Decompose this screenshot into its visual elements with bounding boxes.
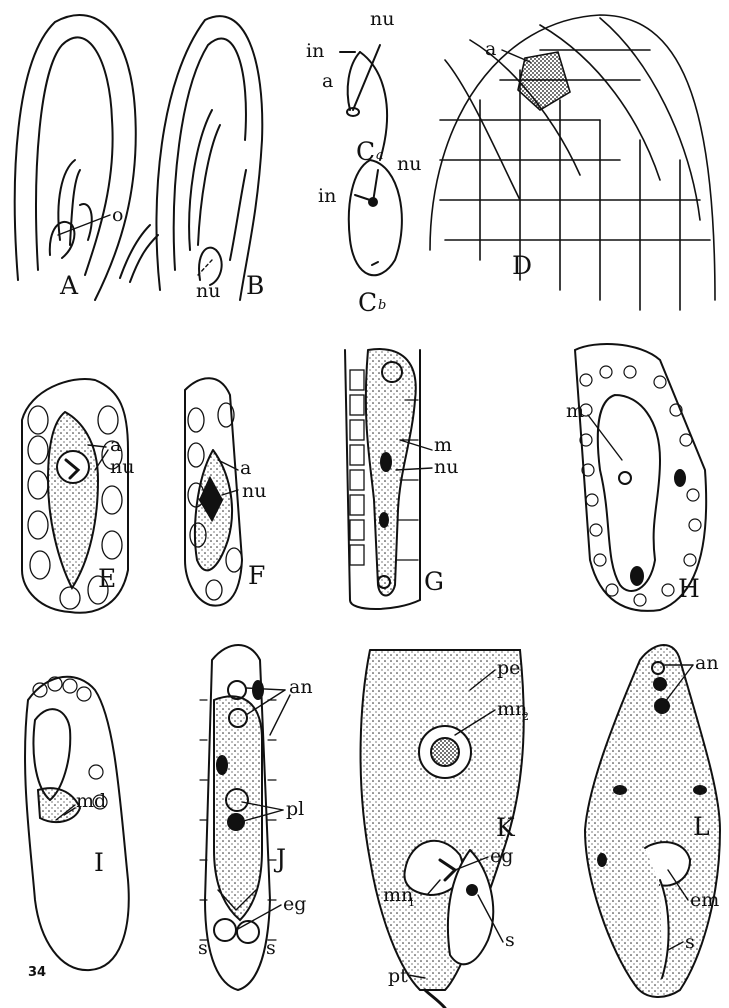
label-j-pl: pl	[286, 800, 304, 819]
label-l-em: em	[690, 891, 719, 910]
label-j-an: an	[289, 678, 313, 697]
figure-g-drawing	[345, 349, 420, 609]
label-k-pt: pt	[388, 967, 408, 986]
label-k-mn2-subscript: 2	[522, 711, 529, 722]
figure-j-drawing	[200, 645, 276, 990]
figure-cb-subscript: b	[378, 299, 386, 312]
label-g-m: m	[434, 436, 452, 455]
figure-f-letter: F	[248, 563, 265, 588]
figure-b-letter: B	[246, 273, 264, 298]
figure-cb-letter: C	[358, 290, 377, 315]
figure-l-letter: L	[693, 814, 710, 839]
label-g-nu: nu	[434, 458, 458, 477]
plate-number: 34	[28, 966, 46, 979]
figure-b-drawing	[156, 16, 262, 300]
label-j-eg: eg	[283, 895, 306, 914]
label-ca-a: a	[322, 72, 333, 91]
label-cb-in: in	[318, 187, 336, 206]
figure-i-letter: I	[94, 850, 104, 875]
label-f-a: a	[240, 459, 251, 478]
label-cb-nu: nu	[397, 155, 421, 174]
label-k-pe: pe	[497, 659, 520, 678]
label-a-o: o	[112, 206, 123, 225]
label-j-s-right: s	[266, 939, 276, 958]
figure-g-letter: G	[424, 569, 444, 594]
figure-h-letter: H	[678, 576, 700, 601]
label-k-eg: eg	[490, 847, 513, 866]
label-e-a: a	[110, 436, 121, 455]
label-e-nu: nu	[110, 458, 134, 477]
label-h-m: m	[566, 402, 584, 421]
label-l-an: an	[695, 654, 719, 673]
figure-a-letter: A	[60, 273, 78, 298]
figure-d-letter: D	[512, 253, 532, 278]
label-k-s: s	[505, 931, 515, 950]
figure-j-letter: J	[276, 846, 286, 871]
figure-a-drawing	[15, 15, 158, 300]
label-d-a: a	[485, 40, 496, 59]
figure-cb-drawing	[349, 160, 402, 275]
figure-h-drawing	[575, 344, 706, 611]
label-j-s-left: s	[198, 939, 208, 958]
label-ca-nu: nu	[370, 10, 394, 29]
figure-ca-letter: C	[356, 139, 375, 164]
label-b-nu: nu	[196, 282, 220, 301]
figure-i-drawing	[25, 677, 129, 970]
label-i-md: md	[76, 792, 106, 811]
figure-d-drawing	[430, 15, 715, 310]
figure-k-letter: K	[496, 815, 515, 840]
label-k-mn1-subscript: 1	[408, 897, 415, 908]
label-ca-in: in	[306, 42, 324, 61]
figure-e-letter: E	[98, 566, 116, 591]
label-l-s: s	[685, 933, 695, 952]
figure-ca-subscript: a	[376, 149, 384, 162]
label-f-nu: nu	[242, 482, 266, 501]
